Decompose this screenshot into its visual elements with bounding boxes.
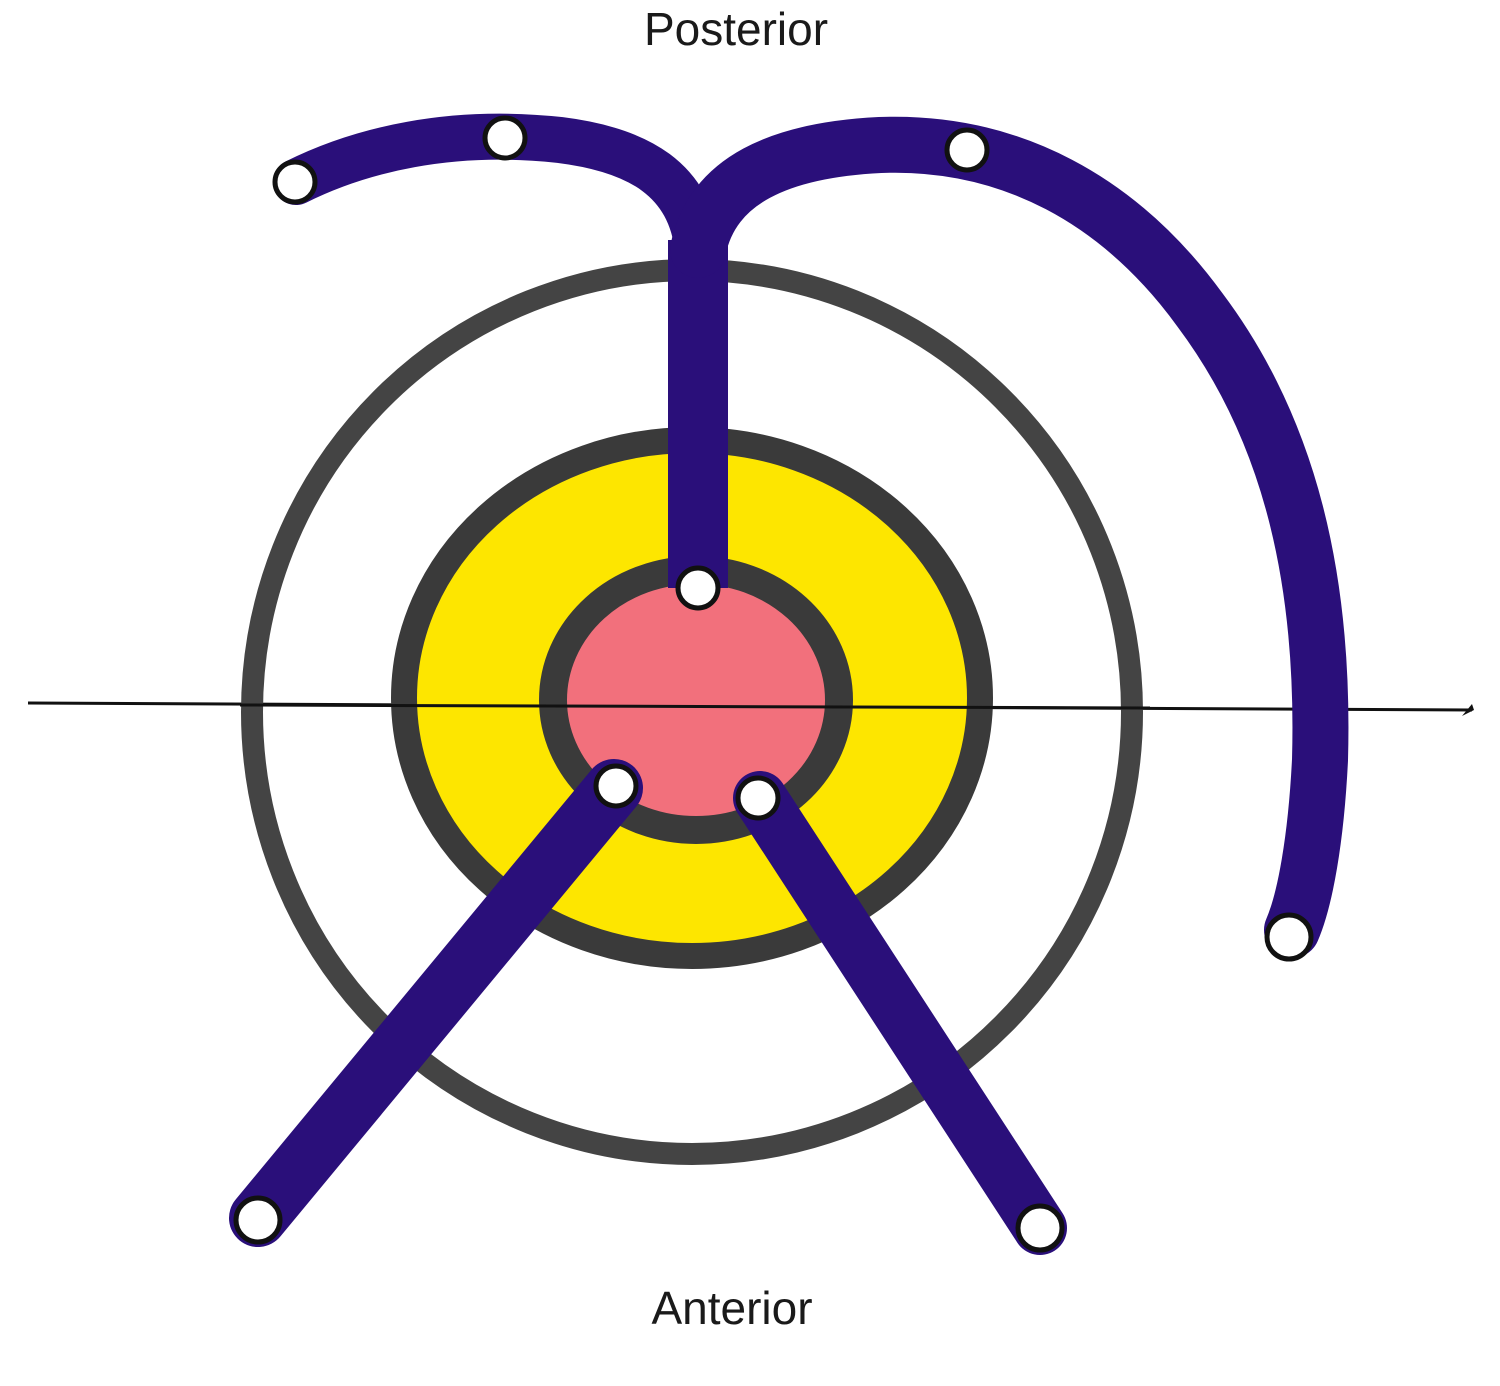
anterior-label: Anterior [651,1282,812,1334]
posterior-lead-left-arc [273,113,721,273]
contact-posterior-left-end [272,159,318,205]
anterior-right-lead [733,771,1067,1255]
contact-core-anterior-right [735,775,781,821]
contact-lateral-end [1264,912,1314,962]
posterior-label: Posterior [644,3,828,55]
posterior-lead-right-arc [670,116,1349,958]
axis-arrowhead [1462,704,1474,716]
anterior-left-lead [229,759,643,1247]
contact-anterior-right-end [1015,1203,1065,1253]
contact-posterior-left-mid [482,115,528,161]
contact-core-posterior [675,565,721,611]
contact-posterior-right-mid [944,127,990,173]
contact-anterior-left-end [233,1195,283,1245]
contact-core-anterior-left [593,763,639,809]
horizontal-axis-line-overlay [239,703,1151,710]
